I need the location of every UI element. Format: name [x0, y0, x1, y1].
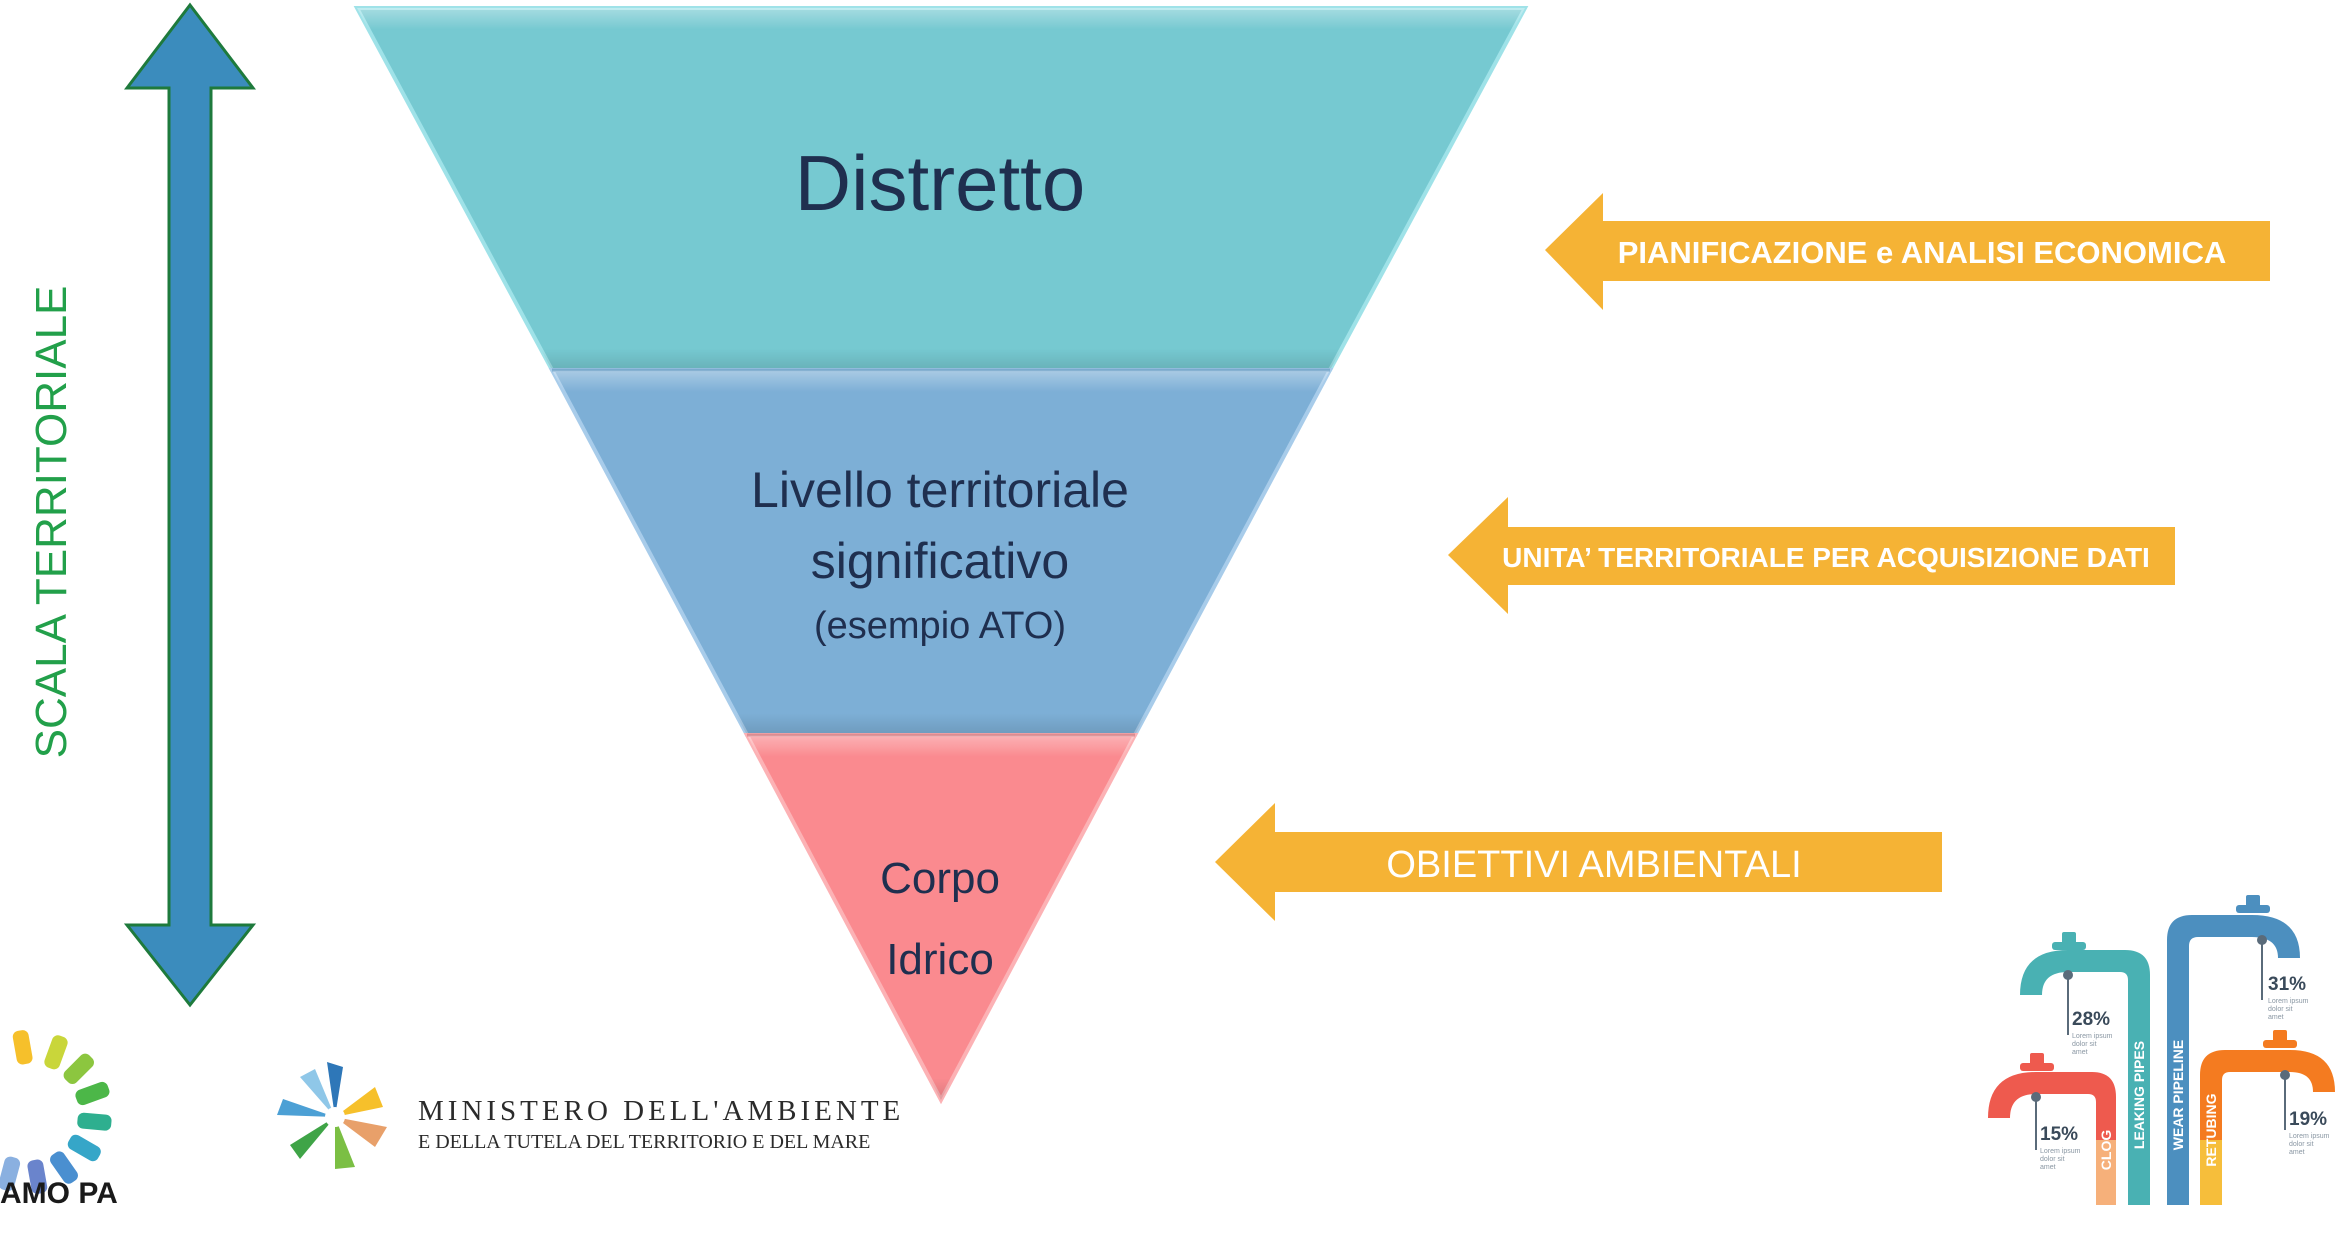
level-livello-line2: significativo — [811, 533, 1069, 589]
tap-desc-19-2: dolor sit — [2289, 1141, 2314, 1148]
ministero-logo: MINISTERO DELL'AMBIENTE E DELLA TUTELA D… — [277, 1062, 904, 1169]
tap-infographic: 28% 31% 15% 19% Lorem ipsum dolor sit am… — [1988, 895, 2335, 1205]
ministero-star-icon — [277, 1062, 387, 1169]
tap-percent-15: 15% — [2040, 1124, 2078, 1145]
arrow-obiettivi-label: OBIETTIVI AMBIENTALI — [1386, 844, 1801, 886]
level-corpo-line1: Corpo — [880, 854, 1000, 903]
tap-desc-31-1: Lorem ipsum — [2268, 998, 2309, 1005]
level-distretto-label: Distretto — [795, 139, 1085, 227]
tap-orange-icon — [2200, 1030, 2335, 1205]
arrow-unita-label: UNITA’ TERRITORIALE PER ACQUISIZIONE DAT… — [1502, 542, 2150, 573]
arrow-obiettivi: OBIETTIVI AMBIENTALI — [1215, 803, 1942, 921]
scale-arrow-shape — [123, 2, 257, 1008]
tap-desc-28-2: dolor sit — [2072, 1041, 2097, 1048]
tap-label-leaking: LEAKING PIPES — [2131, 1041, 2147, 1149]
arrow-unita: UNITA’ TERRITORIALE PER ACQUISIZIONE DAT… — [1448, 497, 2175, 614]
tap-desc-28-1: Lorem ipsum — [2072, 1033, 2113, 1040]
sun-rays-icon — [0, 1030, 112, 1194]
tap-percent-28: 28% — [2072, 1009, 2110, 1030]
scale-double-arrow — [123, 2, 257, 1008]
scale-label: SCALA TERRITORIALE — [27, 286, 76, 759]
ministero-line1: MINISTERO DELL'AMBIENTE — [418, 1095, 904, 1127]
italiasicura-logo-text: AMO PA — [0, 1177, 118, 1210]
italiasicura-logo: AMO PA — [0, 1030, 118, 1210]
tap-desc-19-3: amet — [2289, 1149, 2305, 1156]
tap-teal-icon — [2020, 932, 2150, 1205]
tap-desc-15-2: dolor sit — [2040, 1156, 2065, 1163]
level-livello-line3: (esempio ATO) — [814, 605, 1066, 647]
tap-desc-31-2: dolor sit — [2268, 1006, 2293, 1013]
tap-desc-19-1: Lorem ipsum — [2289, 1133, 2330, 1140]
pyramid — [353, 6, 1529, 1105]
arrow-pianificazione: PIANIFICAZIONE e ANALISI ECONOMICA — [1545, 193, 2270, 310]
tap-blue-icon — [2167, 895, 2300, 1205]
tap-label-wear: WEAR PIPELINE — [2170, 1040, 2186, 1150]
tap-desc-28-3: amet — [2072, 1049, 2088, 1056]
tap-desc-15-3: amet — [2040, 1164, 2056, 1171]
tap-desc-31-3: amet — [2268, 1014, 2284, 1021]
tap-percent-19: 19% — [2289, 1109, 2327, 1130]
tap-percent-31: 31% — [2268, 974, 2306, 995]
tap-label-retubing: RETUBING — [2203, 1093, 2219, 1166]
arrow-pianificazione-label: PIANIFICAZIONE e ANALISI ECONOMICA — [1618, 235, 2227, 270]
ministero-line2: E DELLA TUTELA DEL TERRITORIO E DEL MARE — [418, 1131, 870, 1153]
tap-desc-15-1: Lorem ipsum — [2040, 1148, 2081, 1155]
level-livello-line1: Livello territoriale — [751, 462, 1129, 518]
tap-label-clog: CLOG — [2098, 1130, 2114, 1171]
level-corpo-line2: Idrico — [886, 935, 994, 984]
tap-red-icon — [1988, 1053, 2116, 1205]
